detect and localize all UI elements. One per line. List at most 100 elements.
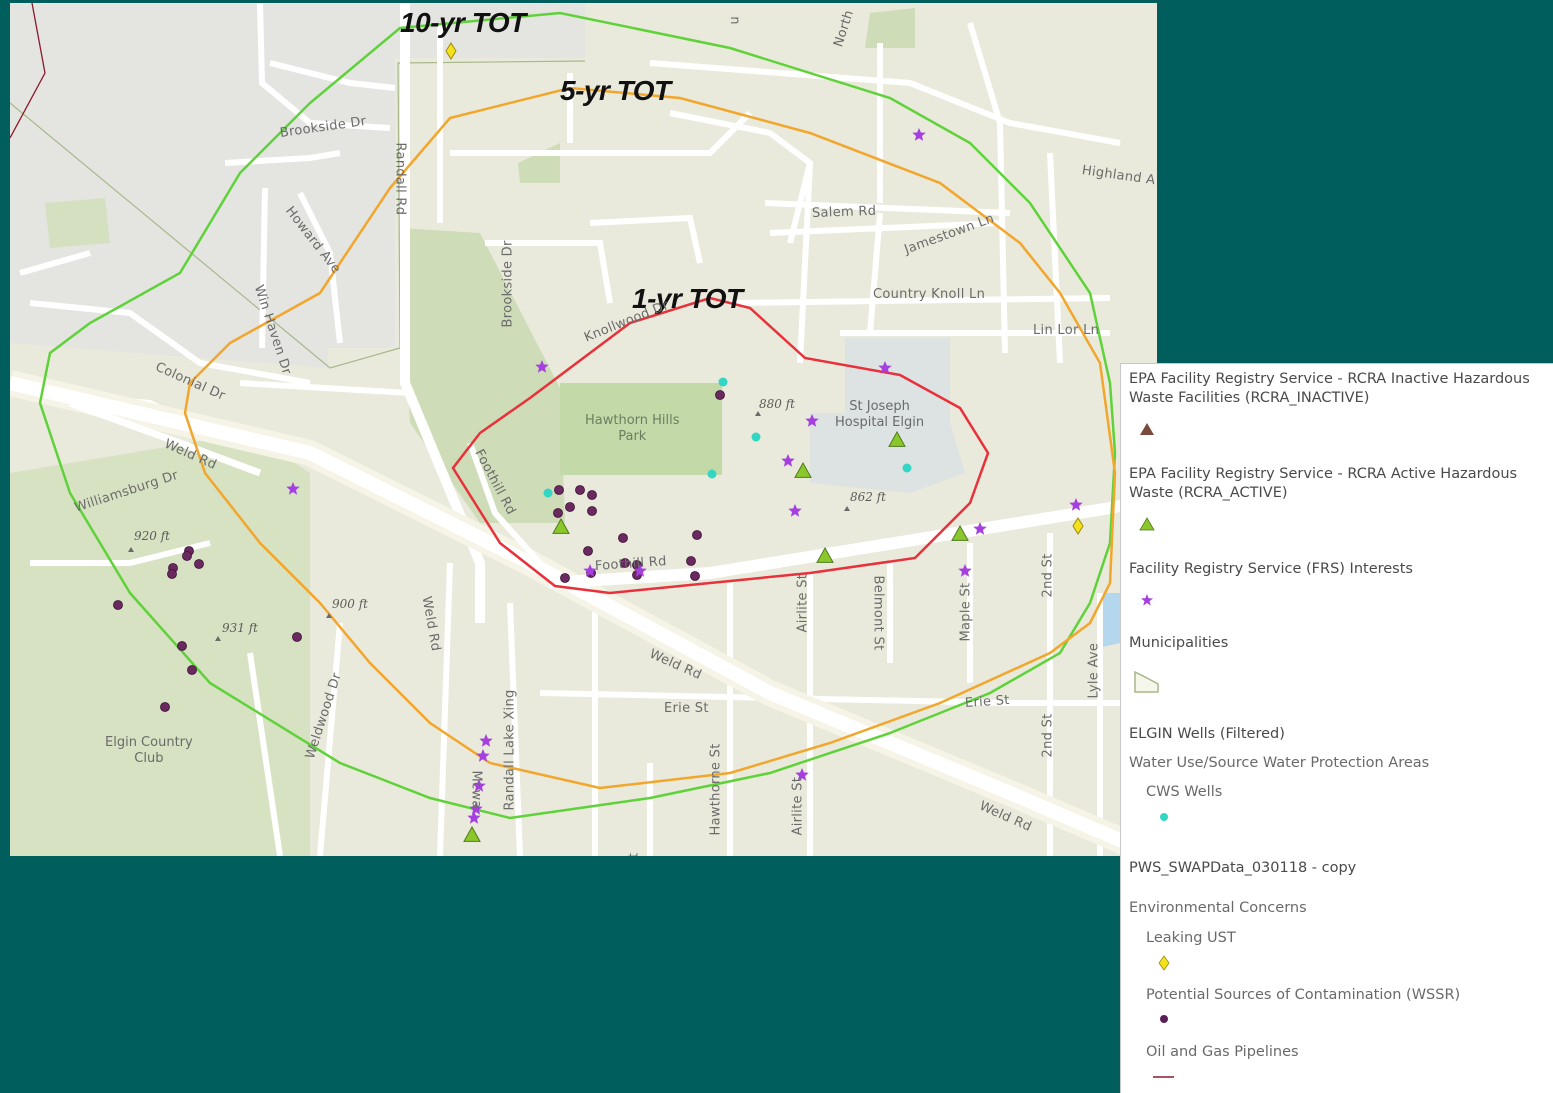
frs-interest-marker[interactable] [795,768,809,781]
street-label: Belmont St [870,575,886,651]
contamination-source-marker[interactable] [715,390,725,400]
contamination-source-marker[interactable] [177,641,187,651]
rcra-active-marker[interactable] [888,430,906,447]
contamination-source-marker[interactable] [583,546,593,556]
golf-club-label: Elgin Country Club [105,735,193,767]
frs-interest-marker[interactable] [878,361,892,374]
map-view[interactable]: 10-yr TOT 5-yr TOT 1-yr TOT Brookside Dr… [10,3,1157,856]
street-label: Lin Lor Ln [1033,323,1100,338]
legend-rcra-active-title: EPA Facility Registry Service - RCRA Act… [1129,466,1518,501]
green-area [45,198,110,248]
contamination-source-marker[interactable] [620,558,630,568]
street-label: Erie St [664,701,709,716]
contamination-source-marker[interactable] [690,571,700,581]
cws-well-marker[interactable] [718,377,728,387]
map-canvas[interactable] [10,3,1157,856]
contamination-source-marker[interactable] [618,533,628,543]
highway-center [10,376,1157,856]
contamination-source-marker[interactable] [167,569,177,579]
frs-interest-marker[interactable] [469,802,483,815]
frs-interest-marker[interactable] [467,811,481,824]
minor-streets [19,3,1150,856]
elevation-label: 931 ft [222,621,258,635]
pipeline-line-icon [1153,1076,1174,1078]
frs-interest-marker[interactable] [805,414,819,427]
elevation-label: 900 ft [332,597,368,611]
rcra-active-marker[interactable] [816,546,834,563]
green-area [518,143,560,183]
street-label: N [10,434,14,444]
frs-interest-marker[interactable] [973,522,987,535]
street-label: Maple St [958,582,974,642]
purple-dot-icon [1160,1015,1168,1023]
cyan-dot-icon [1160,813,1168,821]
one-year-tot-zone[interactable] [451,296,990,595]
frs-interest-marker[interactable] [472,779,486,792]
pipeline-line [10,3,46,139]
water-body [1098,593,1120,648]
rcra-active-marker[interactable] [552,517,570,534]
contamination-source-marker[interactable] [565,502,575,512]
rcra-active-marker[interactable] [794,461,812,478]
contamination-source-marker[interactable] [113,600,123,610]
street-label: Mcwa [468,770,484,809]
randall-road [400,3,485,623]
contamination-source-marker[interactable] [553,508,563,518]
street-label: 2nd St [1040,553,1056,598]
leaking-ust-marker[interactable] [1072,517,1084,535]
brown-triangle-icon [1140,423,1154,435]
contamination-source-marker[interactable] [187,665,197,675]
frs-interest-marker[interactable] [535,360,549,373]
contamination-source-marker[interactable] [160,702,170,712]
contamination-source-marker[interactable] [587,490,597,500]
hospital-label: St Joseph Hospital Elgin [835,399,924,431]
contamination-source-marker[interactable] [554,485,564,495]
frs-interest-marker[interactable] [476,749,490,762]
ten-year-tot-zone[interactable] [38,11,1117,820]
contamination-source-marker[interactable] [686,556,696,566]
contamination-source-marker[interactable] [194,559,204,569]
legend-elgin-wells-title: ELGIN Wells (Filtered) [1129,726,1285,742]
legend-municipalities-title: Municipalities [1129,635,1229,651]
frs-interest-marker[interactable] [912,128,926,141]
cws-well-marker[interactable] [751,432,761,442]
golf-course-area [10,433,310,856]
elevation-label: 862 ft [850,490,886,504]
cws-well-marker[interactable] [707,469,717,479]
frs-interest-marker[interactable] [958,564,972,577]
park-label-line: Hawthorn Hills [585,413,680,428]
five-year-tot-zone[interactable] [183,86,1117,790]
legend-pipelines-label: Oil and Gas Pipelines [1146,1044,1299,1060]
frs-interest-marker[interactable] [781,454,795,467]
frs-interest-marker[interactable] [583,564,597,577]
street-label: Lyle Ave [1086,642,1102,699]
frs-interest-marker[interactable] [479,734,493,747]
contamination-source-marker[interactable] [182,551,192,561]
rcra-active-marker[interactable] [951,524,969,541]
leaking-ust-marker[interactable] [445,42,457,60]
contamination-source-marker[interactable] [587,506,597,516]
contamination-source-marker[interactable] [560,573,570,583]
contamination-source-marker[interactable] [692,530,702,540]
street-label: Brookside Dr [500,240,516,328]
contamination-source-marker[interactable] [575,485,585,495]
street-label: Country Knoll Ln [873,287,986,302]
street-label: Airlite St [795,573,811,633]
legend-pws-title: PWS_SWAPData_030118 - copy [1129,860,1357,876]
elevation-label: 880 ft [759,397,795,411]
frs-interest-marker[interactable] [1069,498,1083,511]
legend-water-use-subtitle: Water Use/Source Water Protection Areas [1129,755,1430,771]
frs-interest-marker[interactable] [788,504,802,517]
frs-interest-marker[interactable] [286,482,300,495]
street-label: Erie St [964,692,1011,711]
cws-well-marker[interactable] [902,463,912,473]
rcra-active-marker[interactable] [463,825,481,842]
legend-rcra-inactive-title: EPA Facility Registry Service - RCRA Ina… [1129,371,1530,406]
legend-frs-title: Facility Registry Service (FRS) Interest… [1129,561,1413,577]
golf-club-label-line: Club [134,751,164,766]
cws-well-marker[interactable] [543,488,553,498]
frs-interest-marker[interactable] [633,564,647,577]
street-label: St [627,853,642,856]
contamination-source-marker[interactable] [292,632,302,642]
legend-leaking-ust-label: Leaking UST [1146,930,1236,946]
